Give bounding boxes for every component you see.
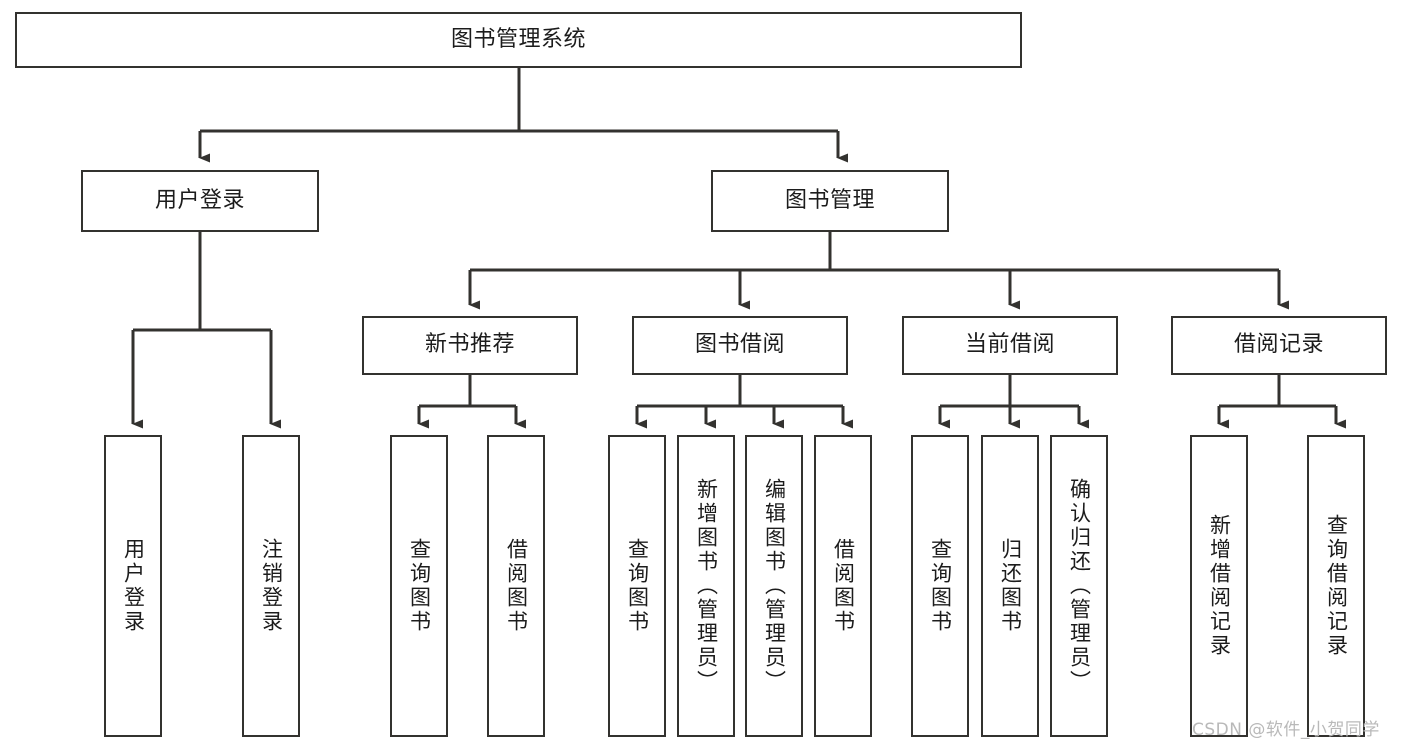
leaf-edit-book-admin-label: 编辑图书（管理员） (762, 478, 787, 694)
leaf-borrow-book-label: 借阅图书 (831, 538, 856, 634)
node-root-label: 图书管理系统 (450, 26, 586, 52)
node-root[interactable]: 图书管理系统 (15, 12, 1022, 68)
leaf-add-borrow-record[interactable]: 新增借阅记录 (1190, 435, 1248, 737)
leaf-query-book-borrow-label: 查询图书 (625, 538, 650, 634)
node-book-borrow[interactable]: 图书借阅 (632, 316, 848, 375)
node-user-login-label: 用户登录 (154, 187, 245, 213)
node-borrow-record-label: 借阅记录 (1233, 332, 1324, 358)
leaf-return-book-label: 归还图书 (998, 538, 1023, 634)
leaf-query-book-borrow[interactable]: 查询图书 (608, 435, 666, 737)
node-book-management[interactable]: 图书管理 (711, 170, 949, 232)
leaf-query-book-current-label: 查询图书 (928, 538, 953, 634)
leaf-logout-label: 注销登录 (259, 538, 284, 634)
csdn-watermark: CSDN @软件_小贺同学 (1192, 720, 1380, 740)
leaf-query-borrow-record-label: 查询借阅记录 (1324, 514, 1349, 658)
leaf-add-borrow-record-label: 新增借阅记录 (1207, 514, 1232, 658)
node-current-borrow-label: 当前借阅 (964, 332, 1055, 358)
leaf-query-book-newbook-label: 查询图书 (407, 538, 432, 634)
node-borrow-record[interactable]: 借阅记录 (1171, 316, 1387, 375)
node-new-book-recommend[interactable]: 新书推荐 (362, 316, 578, 375)
node-user-login[interactable]: 用户登录 (81, 170, 319, 232)
leaf-query-borrow-record[interactable]: 查询借阅记录 (1307, 435, 1365, 737)
leaf-borrow-book[interactable]: 借阅图书 (814, 435, 872, 737)
node-current-borrow[interactable]: 当前借阅 (902, 316, 1118, 375)
leaf-confirm-return-admin-label: 确认归还（管理员） (1067, 478, 1092, 694)
leaf-query-book-current[interactable]: 查询图书 (911, 435, 969, 737)
leaf-add-book-admin[interactable]: 新增图书（管理员） (677, 435, 735, 737)
leaf-return-book[interactable]: 归还图书 (981, 435, 1039, 737)
leaf-confirm-return-admin[interactable]: 确认归还（管理员） (1050, 435, 1108, 737)
leaf-edit-book-admin[interactable]: 编辑图书（管理员） (745, 435, 803, 737)
leaf-borrow-book-newbook[interactable]: 借阅图书 (487, 435, 545, 737)
node-new-book-recommend-label: 新书推荐 (424, 332, 515, 358)
leaf-query-book-newbook[interactable]: 查询图书 (390, 435, 448, 737)
node-book-management-label: 图书管理 (784, 187, 875, 213)
leaf-user-login-label: 用户登录 (121, 538, 146, 634)
leaf-borrow-book-newbook-label: 借阅图书 (504, 538, 529, 634)
leaf-add-book-admin-label: 新增图书（管理员） (694, 478, 719, 694)
node-book-borrow-label: 图书借阅 (694, 332, 785, 358)
leaf-user-login[interactable]: 用户登录 (104, 435, 162, 737)
leaf-logout[interactable]: 注销登录 (242, 435, 300, 737)
